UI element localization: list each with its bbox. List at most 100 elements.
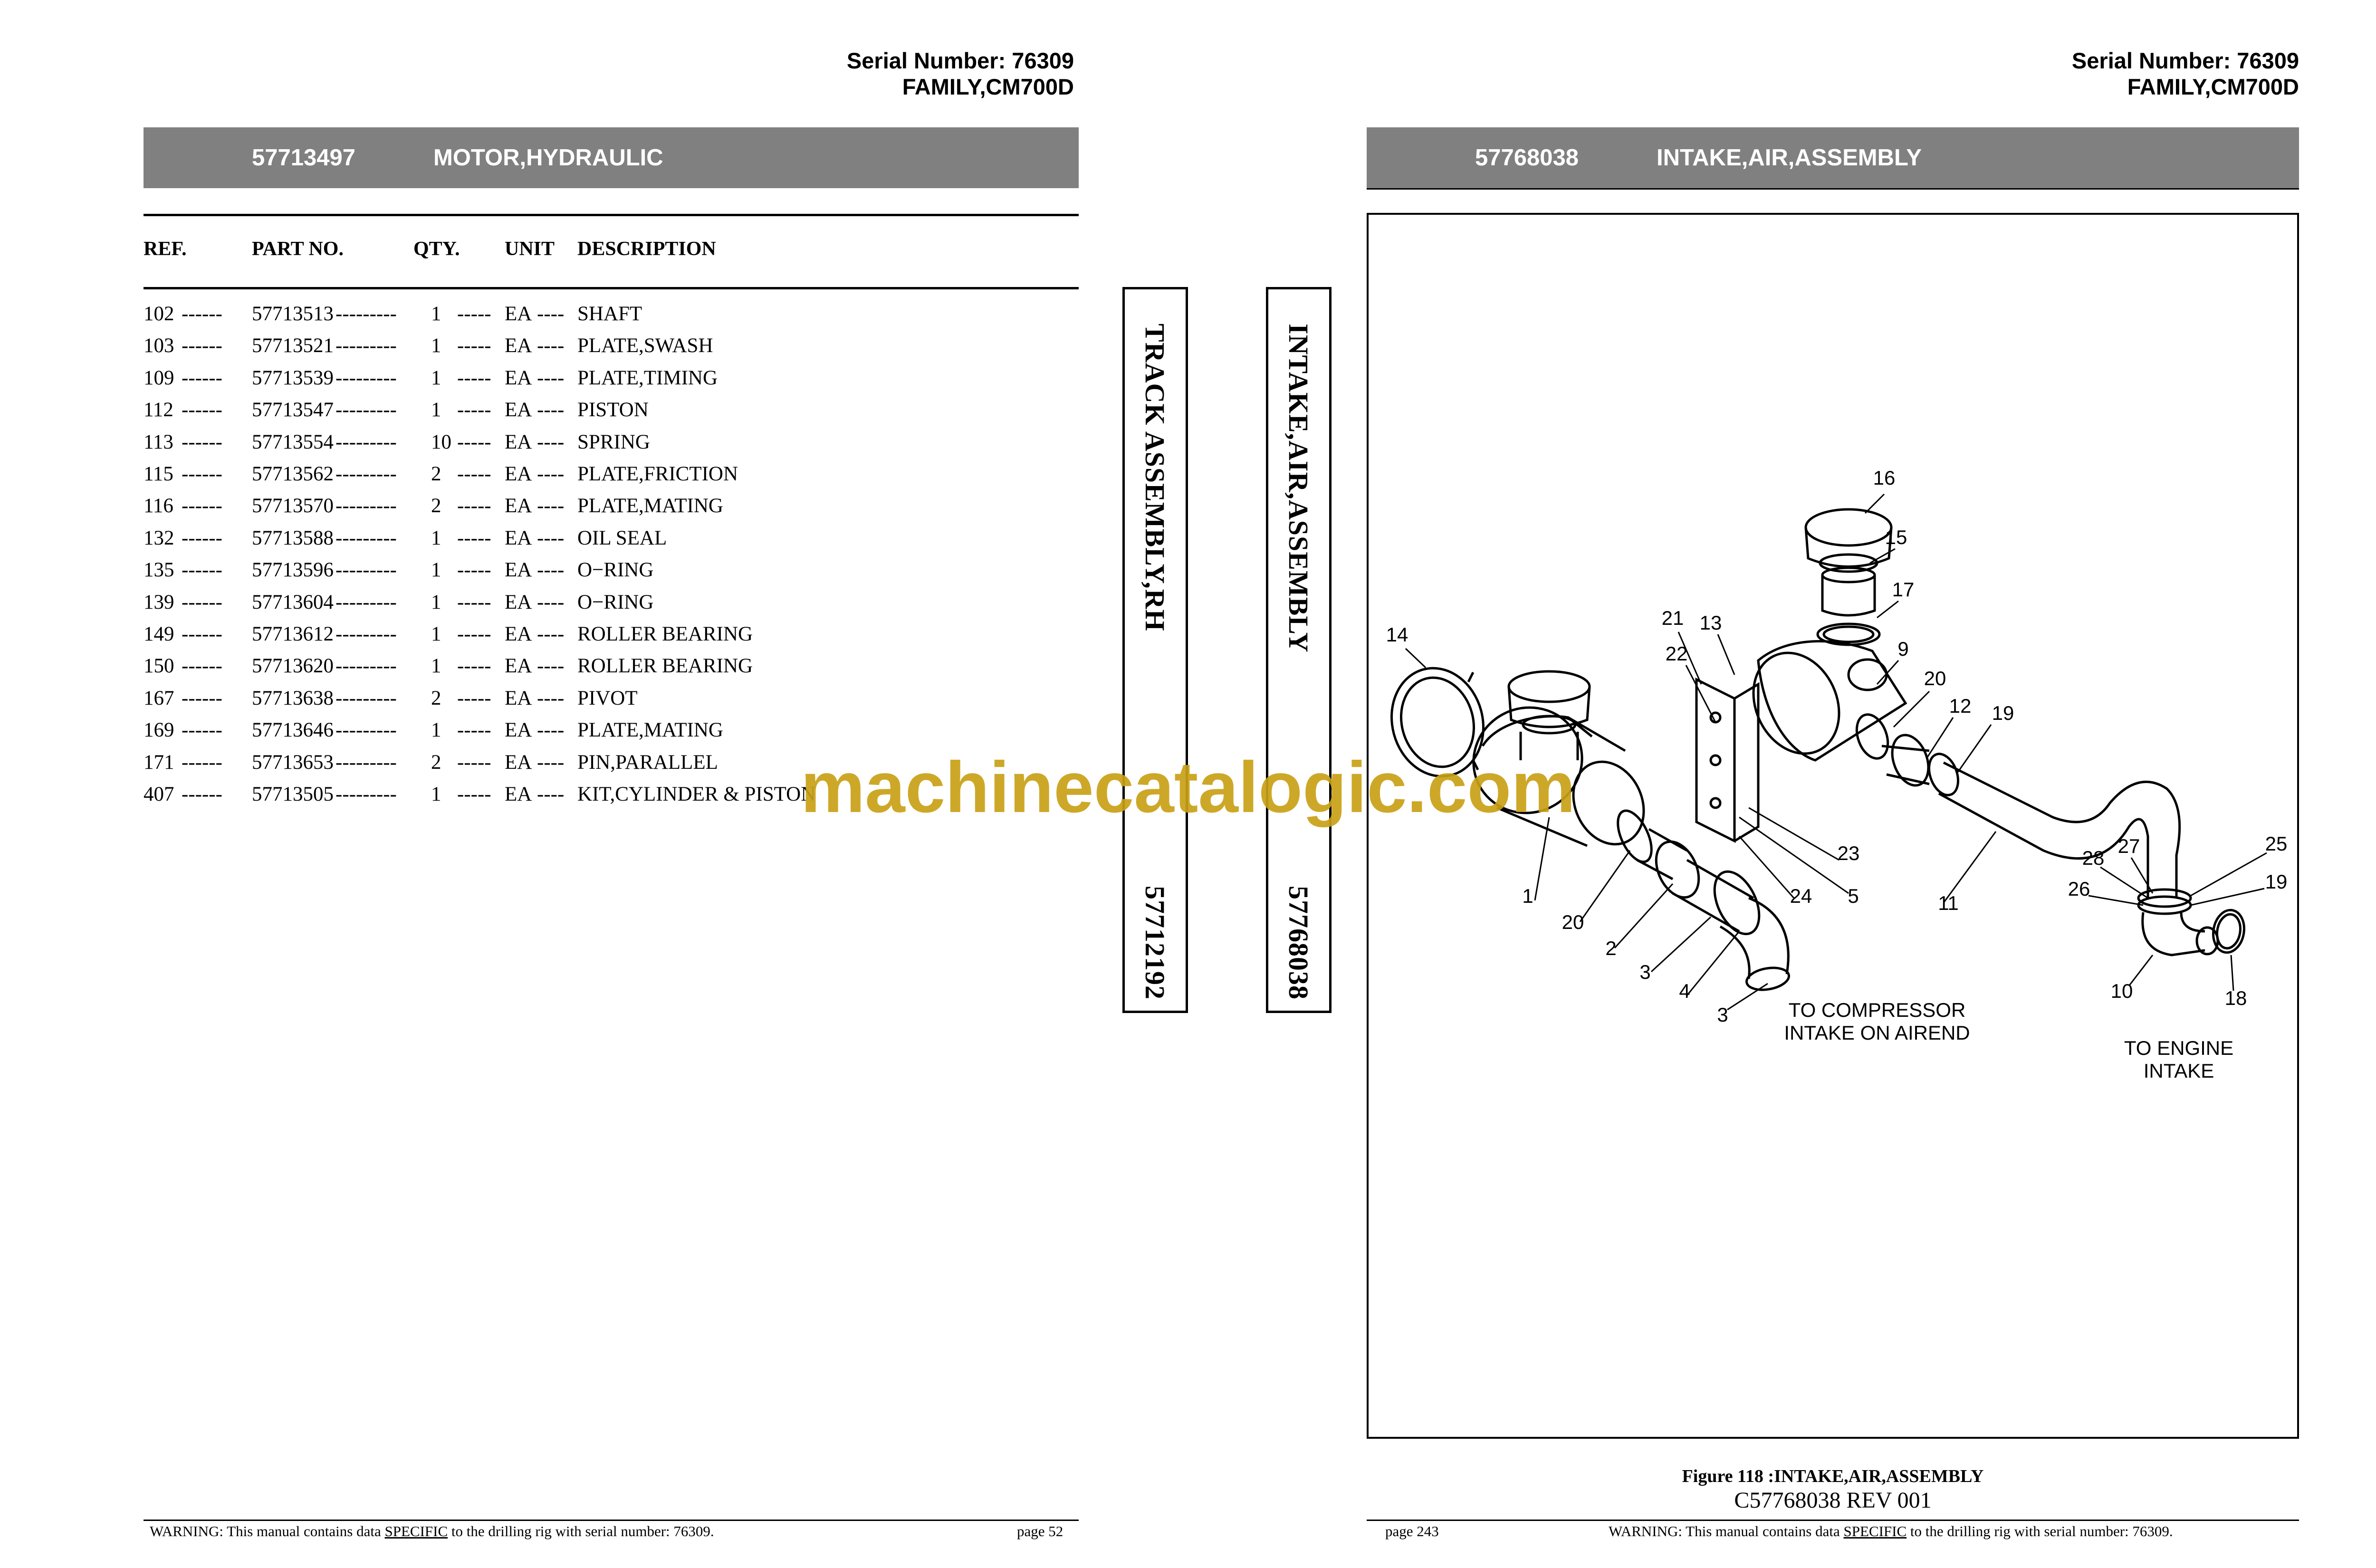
leader-dots: -----: [457, 430, 491, 453]
cell-qty: 1: [431, 335, 441, 357]
col-qty: QTY.: [413, 238, 460, 260]
cell-unit: EA: [505, 687, 532, 709]
callout-number: 28: [2082, 847, 2105, 869]
divider: [1367, 188, 2299, 190]
callout-number: 16: [1873, 467, 1896, 489]
cell-qty: 1: [431, 719, 441, 742]
callout-number: 26: [2068, 878, 2090, 900]
callout-number: 24: [1790, 885, 1812, 907]
callout-number: 2: [1605, 937, 1616, 959]
cell-description: OIL SEAL: [577, 526, 667, 549]
cell-description: KIT,CYLINDER & PISTON: [577, 783, 816, 805]
leader-dots: -----: [457, 719, 491, 742]
section-tab-track-assembly[interactable]: TRACK ASSEMBLY,RH 57712192: [1122, 287, 1188, 1013]
cell-part-no: 57713646: [252, 719, 334, 742]
cell-description: O−RING: [577, 559, 654, 582]
cell-ref: 116: [144, 495, 173, 517]
cell-qty: 1: [431, 783, 441, 805]
engine-filter-housing-part: [1757, 640, 1907, 762]
table-row: 167------57713638---------2-----EA----PI…: [144, 687, 1079, 718]
section-title-bar: 57768038 INTAKE,AIR,ASSEMBLY: [1367, 127, 2299, 188]
cell-ref: 112: [144, 399, 173, 421]
table-row: 171------57713653---------2-----EA----PI…: [144, 751, 1079, 782]
cell-part-no: 57713505: [252, 783, 334, 805]
table-row: 102------57713513---------1-----EA----SH…: [144, 302, 1079, 334]
table-row: 115------57713562---------2-----EA----PL…: [144, 462, 1079, 494]
engine-elbow-part: [2141, 912, 2205, 956]
cell-ref: 113: [144, 430, 173, 453]
cell-part-no: 57713554: [252, 430, 334, 453]
cell-qty: 2: [431, 495, 441, 517]
tab-number: 57768038: [1283, 886, 1314, 1000]
clamp-ring-part: [2212, 908, 2245, 954]
leader-dots: -----: [457, 526, 491, 549]
cell-unit: EA: [505, 559, 532, 582]
leader-dots: ----: [537, 366, 565, 389]
callout-number: 20: [1924, 667, 1946, 689]
leader-dots: -----: [457, 783, 491, 805]
leader-dots: ----: [537, 335, 565, 357]
callout-number: 3: [1717, 1004, 1728, 1026]
cell-part-no: 57713638: [252, 687, 334, 709]
mounting-bracket-part: [1695, 677, 1760, 843]
divider: [144, 287, 1079, 289]
callout-number: 9: [1897, 638, 1908, 660]
figure-caption: Figure 118 :INTAKE,AIR,ASSEMBLY: [1682, 1466, 1984, 1486]
cell-qty: 1: [431, 655, 441, 678]
callout-number: 19: [2265, 870, 2288, 893]
cell-unit: EA: [505, 495, 532, 517]
cell-unit: EA: [505, 783, 532, 805]
table-row: 132------57713588---------1-----EA----OI…: [144, 526, 1079, 558]
leader-dots: -----: [457, 623, 491, 645]
tab-number: 57712192: [1140, 886, 1170, 1000]
cell-ref: 139: [144, 591, 174, 613]
assembly-part-number: 57768038: [1475, 145, 1579, 171]
divider: [144, 214, 1079, 216]
cell-part-no: 57713653: [252, 751, 334, 774]
cell-unit: EA: [505, 366, 532, 389]
leader-dots: ---------: [335, 751, 397, 774]
leader-dots: ----: [537, 495, 565, 517]
callout-number: 15: [1885, 526, 1907, 548]
cell-qty: 10: [431, 430, 451, 453]
cell-qty: 1: [431, 526, 441, 549]
tab-title: TRACK ASSEMBLY,RH: [1140, 324, 1170, 631]
cell-unit: EA: [505, 399, 532, 421]
leader-dots: ------: [182, 463, 222, 485]
leader-dots: -----: [457, 655, 491, 678]
leader-dots: ---------: [335, 719, 397, 742]
leader-dots: ----: [537, 591, 565, 613]
cell-description: PIVOT: [577, 687, 638, 709]
family-label: FAMILY,CM700D: [2127, 74, 2299, 99]
clamp-ring-part: [1390, 667, 1485, 778]
leader-dots: ---------: [335, 430, 397, 453]
table-row: 407------57713505---------1-----EA----KI…: [144, 783, 1079, 814]
cell-unit: EA: [505, 655, 532, 678]
cell-ref: 115: [144, 463, 173, 485]
cell-description: O−RING: [577, 591, 654, 613]
leader-dots: ---------: [335, 366, 397, 389]
section-tab-intake-air[interactable]: INTAKE,AIR,ASSEMBLY 57768038: [1266, 287, 1332, 1013]
serial-number: Serial Number: 76309: [846, 48, 1074, 73]
table-row: 116------57713570---------2-----EA----PL…: [144, 494, 1079, 526]
leader-dots: ------: [182, 526, 222, 549]
cell-unit: EA: [505, 303, 532, 325]
cell-qty: 1: [431, 591, 441, 613]
cell-description: PLATE,MATING: [577, 495, 723, 517]
table-row: 150------57713620---------1-----EA----RO…: [144, 654, 1079, 686]
leader-dots: ------: [182, 591, 222, 613]
callout-number: 19: [1992, 702, 2014, 724]
cell-unit: EA: [505, 719, 532, 742]
leader-dots: ---------: [335, 526, 397, 549]
cell-qty: 1: [431, 399, 441, 421]
cell-qty: 1: [431, 623, 441, 645]
table-row: 135------57713596---------1-----EA----O−…: [144, 558, 1079, 590]
callout-number: 25: [2265, 832, 2288, 855]
leader-dots: ------: [182, 335, 222, 357]
cell-ref: 132: [144, 526, 174, 549]
cell-part-no: 57713570: [252, 495, 334, 517]
leader-dots: -----: [457, 591, 491, 613]
cell-qty: 2: [431, 751, 441, 774]
callout-number: 23: [1838, 842, 1860, 864]
